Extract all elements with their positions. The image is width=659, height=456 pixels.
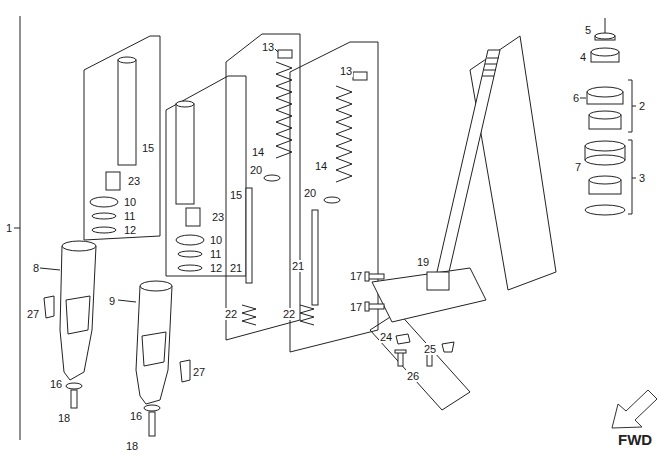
direction-label: FWD bbox=[617, 432, 653, 448]
callout-number: 18 bbox=[125, 440, 139, 452]
callout-number: 9 bbox=[108, 295, 116, 307]
callout-number: 3 bbox=[638, 172, 646, 184]
callout-number: 17 bbox=[349, 301, 363, 313]
callout-number: 19 bbox=[416, 256, 430, 268]
callout-number: 18 bbox=[57, 412, 71, 424]
callout-number: 4 bbox=[579, 51, 587, 63]
callout-number: 14 bbox=[251, 146, 265, 158]
callout-number: 12 bbox=[123, 224, 137, 236]
callout-number: 5 bbox=[584, 24, 592, 36]
callout-number: 13 bbox=[261, 41, 275, 53]
callout-number: 22 bbox=[224, 308, 238, 320]
callout-number: 7 bbox=[574, 161, 582, 173]
callout-number: 25 bbox=[423, 343, 437, 355]
callout-number: 10 bbox=[209, 234, 223, 246]
callout-number: 14 bbox=[314, 160, 328, 172]
callout-number: 15 bbox=[229, 189, 243, 201]
callout-number: 27 bbox=[192, 366, 206, 378]
callout-number: 2 bbox=[638, 100, 646, 112]
callout-number: 21 bbox=[291, 260, 305, 272]
callout-number: 11 bbox=[209, 248, 222, 260]
callout-number: 21 bbox=[229, 262, 243, 274]
callout-number: 17 bbox=[349, 270, 363, 282]
callout-number: 20 bbox=[249, 164, 263, 176]
callout-number: 12 bbox=[209, 262, 223, 274]
callout-number: 15 bbox=[141, 142, 155, 154]
callout-number: 23 bbox=[127, 175, 141, 187]
callout-number: 24 bbox=[379, 331, 393, 343]
callout-number: 26 bbox=[406, 370, 420, 382]
callout-number: 22 bbox=[282, 308, 296, 320]
callout-number: 16 bbox=[129, 410, 143, 422]
callout-number: 11 bbox=[123, 210, 136, 222]
callout-number: 16 bbox=[49, 378, 63, 390]
callout-number: 20 bbox=[303, 187, 317, 199]
callout-number: 10 bbox=[123, 196, 137, 208]
callout-number: 8 bbox=[32, 262, 40, 274]
callout-number: 13 bbox=[339, 65, 353, 77]
callout-number: 23 bbox=[211, 211, 225, 223]
callout-number: 6 bbox=[572, 92, 580, 104]
callout-number: 27 bbox=[26, 308, 40, 320]
callout-number: 1 bbox=[5, 222, 13, 234]
